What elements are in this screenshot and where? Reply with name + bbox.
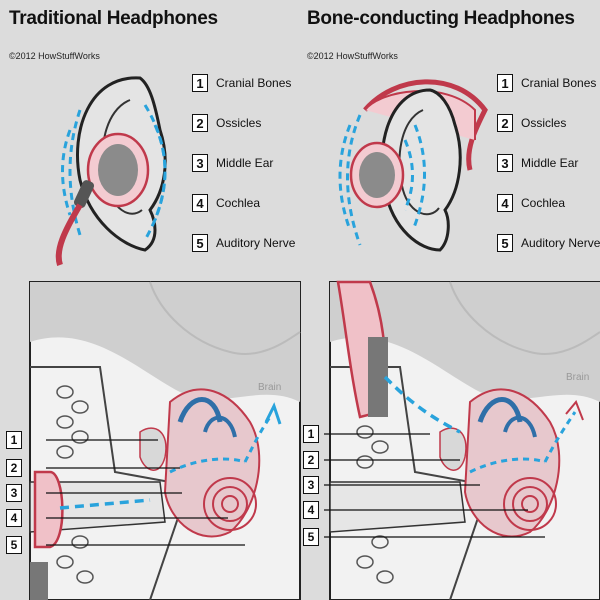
legend-number: 1 [497,74,513,92]
bone-conducting-ear-cross-section [324,280,600,600]
legend-label: Ossicles [521,116,567,130]
legend-number: 3 [192,154,208,172]
legend-number: 2 [192,114,208,132]
left-callout-3: 3 [6,484,22,502]
traditional-headphone-ear-illustration [55,76,167,266]
legend-item-middle-ear: 3 Middle Ear [497,152,600,174]
right-callout-2: 2 [303,451,319,469]
legend-label: Auditory Nerve [521,236,600,250]
legend-label: Auditory Nerve [216,236,296,250]
legend-label: Ossicles [216,116,262,130]
legend-item-cochlea: 4 Cochlea [497,192,600,214]
legend-label: Cranial Bones [216,76,292,90]
left-legend: 1 Cranial Bones 2 Ossicles 3 Middle Ear … [192,72,295,272]
legend-label: Cranial Bones [521,76,597,90]
right-callout-5: 5 [303,528,319,546]
legend-label: Cochlea [521,196,566,210]
left-callout-5: 5 [6,536,22,554]
legend-number: 5 [497,234,513,252]
right-callout-4: 4 [303,501,319,519]
legend-number: 5 [192,234,208,252]
legend-number: 3 [497,154,513,172]
legend-item-auditory-nerve: 5 Auditory Nerve [192,232,295,254]
left-callout-1: 1 [6,431,22,449]
legend-item-middle-ear: 3 Middle Ear [192,152,295,174]
legend-label: Cochlea [216,196,261,210]
left-panel-title: Traditional Headphones [9,8,218,29]
legend-item-ossicles: 2 Ossicles [192,112,295,134]
legend-number: 4 [497,194,513,212]
traditional-ear-cross-section [29,281,301,600]
legend-item-auditory-nerve: 5 Auditory Nerve [497,232,600,254]
right-callout-3: 3 [303,476,319,494]
left-callout-4: 4 [6,509,22,527]
legend-item-cochlea: 4 Cochlea [192,192,295,214]
right-legend: 1 Cranial Bones 2 Ossicles 3 Middle Ear … [497,72,600,272]
legend-number: 4 [192,194,208,212]
right-panel-title: Bone-conducting Headphones [307,8,575,29]
bone-conducting-headphone-ear-illustration [338,79,488,252]
legend-item-ossicles: 2 Ossicles [497,112,600,134]
left-copyright: ©2012 HowStuffWorks [9,51,100,61]
left-brain-label: Brain [258,382,282,393]
legend-item-cranial-bones: 1 Cranial Bones [192,72,295,94]
legend-label: Middle Ear [216,156,274,170]
legend-number: 2 [497,114,513,132]
left-callout-2: 2 [6,459,22,477]
right-copyright: ©2012 HowStuffWorks [307,51,398,61]
right-brain-label: Brain [566,372,590,383]
right-callout-1: 1 [303,425,319,443]
legend-number: 1 [192,74,208,92]
legend-label: Middle Ear [521,156,579,170]
legend-item-cranial-bones: 1 Cranial Bones [497,72,600,94]
